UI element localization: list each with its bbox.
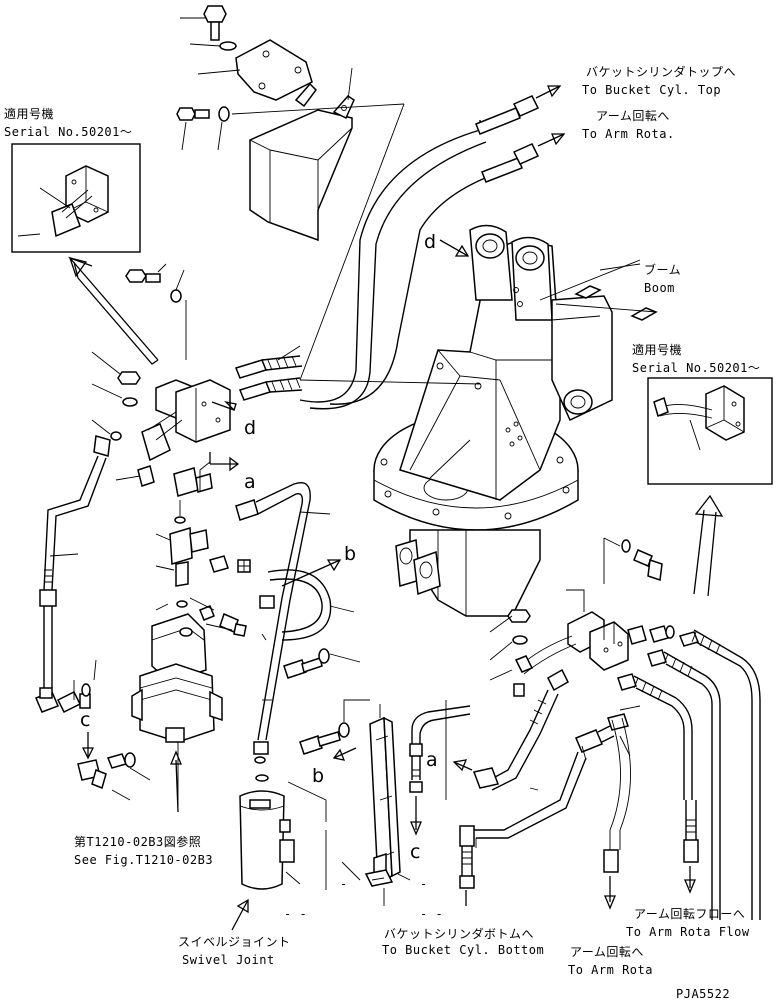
drawing-code: PJA5522 [676, 987, 730, 1001]
ref-a-top: a [244, 471, 256, 493]
boom-foot-structure: ブーム Boom d [299, 224, 681, 617]
left-hose [35, 435, 111, 714]
bottom-labels: バケットシリンダボトムへ To Bucket Cyl. Bottom アーム回転… [382, 907, 750, 1001]
ref-b-bottom: b [312, 765, 324, 787]
ref-a-c-centre: a c [409, 705, 471, 863]
to-arm-rota2-en: To Arm Rota [568, 963, 653, 977]
svg-text:- -: - - [284, 907, 307, 921]
ref-b-bottom-group: b [299, 699, 370, 787]
to-arm-rota-flow-en: To Arm Rota Flow [626, 925, 750, 939]
right-block-hoses [445, 537, 761, 920]
serial-left-jp: 適用号機 [4, 106, 54, 121]
top-cover-assembly [176, 5, 405, 381]
bottom-bracket: - - - - [340, 704, 443, 921]
boom-label-jp: ブーム [644, 262, 681, 277]
ref-c-centre: c [410, 841, 420, 863]
svg-text:-: - [420, 877, 428, 891]
to-bucket-bottom-jp: バケットシリンダボトムへ [384, 926, 534, 941]
inset-serial-right: 適用号機 Serial No.50201～ [632, 342, 773, 597]
ref-d-left: d [244, 417, 256, 439]
see-fig-en: See Fig.T1210-02B3 [74, 853, 213, 867]
swivel-label-jp: スイベルジョイント [178, 935, 291, 949]
left-fasteners [91, 263, 187, 441]
ref-b-top: b [344, 543, 356, 565]
top-hoses: バケットシリンダトップへ To Bucket Cyl. Top アーム回転へ T… [299, 64, 736, 410]
bracket-block-d: d [115, 345, 303, 487]
see-fig-jp: 第T1210-02B3図参照 [74, 834, 201, 849]
to-bucket-top-jp: バケットシリンダトップへ [586, 64, 736, 79]
ref-c-left-group: c [77, 709, 151, 801]
to-bucket-bottom-en: To Bucket Cyl. Bottom [382, 943, 544, 957]
loop-hose: b [235, 482, 361, 755]
serial-right-jp: 適用号機 [632, 342, 682, 357]
svg-text:- -: - - [420, 907, 443, 921]
ref-c-left: c [80, 709, 90, 731]
svg-text:-: - [340, 877, 348, 891]
to-bucket-top-en: To Bucket Cyl. Top [582, 83, 721, 97]
ref-a-centre: a [426, 749, 438, 771]
to-arm-rota2-jp: アーム回転へ [570, 945, 644, 959]
ref-d-top: d [424, 231, 436, 253]
rotary-valve-body [131, 597, 247, 812]
to-arm-rota-jp: アーム回転へ [596, 109, 670, 123]
inset-serial-left: 適用号機 Serial No.50201～ [4, 106, 159, 365]
serial-right-en: Serial No.50201～ [632, 361, 760, 375]
swivel-label-en: Swivel Joint [182, 953, 275, 967]
swivel-joint: - - スイベルジョイント Swivel Joint 第T1210-02B3図参… [74, 750, 327, 967]
to-arm-rota-flow-jp: アーム回転フローへ [634, 907, 745, 921]
to-arm-rota-en: To Arm Rota. [582, 127, 675, 141]
valve-stack: a [155, 452, 256, 608]
boom-label-en: Boom [644, 281, 675, 295]
serial-left-en: Serial No.50201～ [4, 125, 132, 139]
